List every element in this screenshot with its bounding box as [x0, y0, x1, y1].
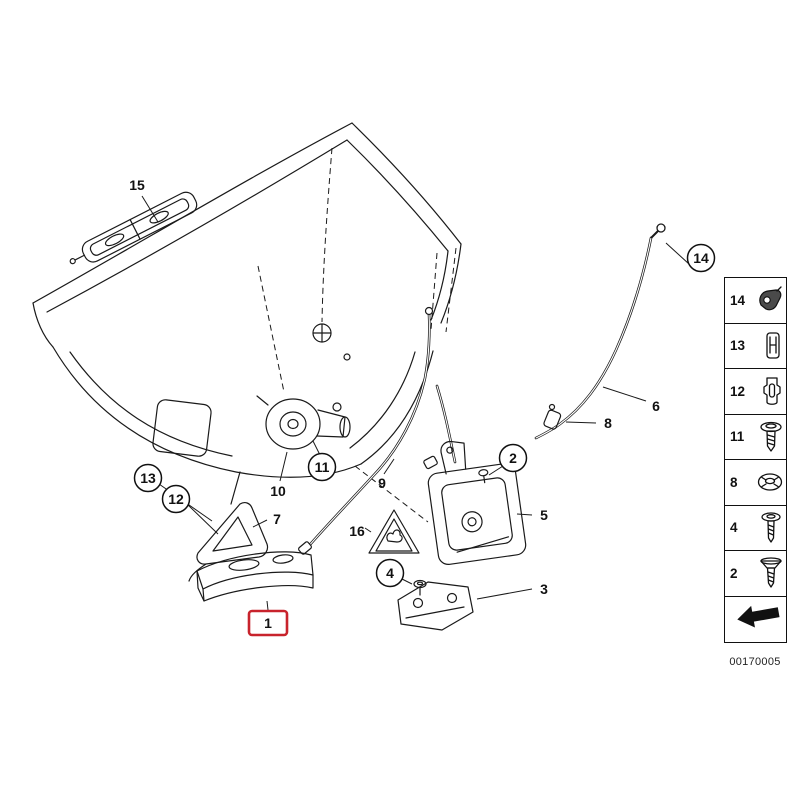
legend-row: 8: [725, 460, 786, 506]
callout-label-11: 11: [315, 459, 330, 475]
push-nut-icon: [757, 472, 783, 492]
callout-label-16: 16: [349, 523, 365, 539]
part-8-cable-clip: [543, 403, 562, 430]
legend-row: 2: [725, 551, 786, 597]
part-3-striker-bracket: [397, 581, 474, 631]
legend-row-label: 14: [730, 292, 746, 308]
legend-row-label: 2: [730, 565, 738, 581]
callout-label-14: 14: [693, 250, 709, 266]
callout-circle-2: [498, 443, 528, 473]
callout-label-4: 4: [386, 565, 394, 581]
trunk-lid-outline: [32, 122, 462, 505]
grommet-clip-icon: [761, 375, 783, 407]
retaining-clip-icon: [763, 331, 783, 361]
tapping-screw-icon: [759, 511, 783, 545]
direction-arrow-icon: [731, 601, 783, 637]
callout-label-6: 6: [652, 398, 660, 414]
legend-row-label: 13: [730, 338, 746, 354]
countersunk-screw-icon: [759, 556, 783, 590]
callout-label-2: 2: [509, 450, 517, 466]
part-6-release-cable: [534, 223, 666, 440]
callout-circle-13: [133, 463, 163, 493]
callout-label-10: 10: [270, 483, 286, 499]
callout-label-5: 5: [540, 507, 548, 523]
callout-label-12: 12: [168, 491, 184, 507]
callout-label-3: 3: [540, 581, 548, 597]
legend-row-label: 8: [730, 474, 738, 490]
callout-circle-4: [375, 558, 405, 588]
part-5-trunk-latch: [423, 440, 527, 565]
callout-label-13: 13: [140, 470, 156, 486]
part-4-screw: [413, 579, 427, 596]
callout-circle-12: [161, 484, 191, 514]
part-16-warning-triangle: [368, 509, 420, 554]
callouts: 15 10 9 7 8 6 5 16 3 14 13 12 11 2 4 1: [129, 177, 716, 637]
part-1-grip-strip: [196, 551, 314, 602]
callout-label-8: 8: [604, 415, 612, 431]
callout-label-15: 15: [129, 177, 145, 193]
legend-row-label: 12: [730, 383, 746, 399]
callout-circle-11: [307, 452, 337, 482]
part-15-license-plate-light: [69, 191, 198, 265]
legend-row: 4: [725, 505, 786, 551]
diagram-code: 00170005: [729, 656, 781, 668]
legend-row: 11: [725, 414, 786, 460]
callout-circle-14: [686, 243, 716, 273]
legend-row: 12: [725, 369, 786, 415]
highlighted-callout-box: [247, 609, 289, 637]
part-10-lock-cylinder: [256, 395, 351, 450]
callout-label-1: 1: [264, 615, 272, 631]
washer-screw-icon: [759, 420, 783, 454]
callout-label-7: 7: [273, 511, 281, 527]
legend-row: 13: [725, 323, 786, 369]
callout-label-9: 9: [378, 475, 386, 491]
part-9-lock-cable: [298, 306, 457, 555]
projection-lines: [257, 147, 457, 523]
parts-legend-sidebar: 14 13 12: [724, 277, 787, 643]
legend-row-arrow: [725, 596, 786, 642]
legend-row-label: 4: [730, 520, 738, 536]
legend-row: 14: [725, 278, 786, 324]
cable-end-clip-icon: [757, 286, 783, 314]
legend-row-label: 11: [730, 429, 745, 445]
